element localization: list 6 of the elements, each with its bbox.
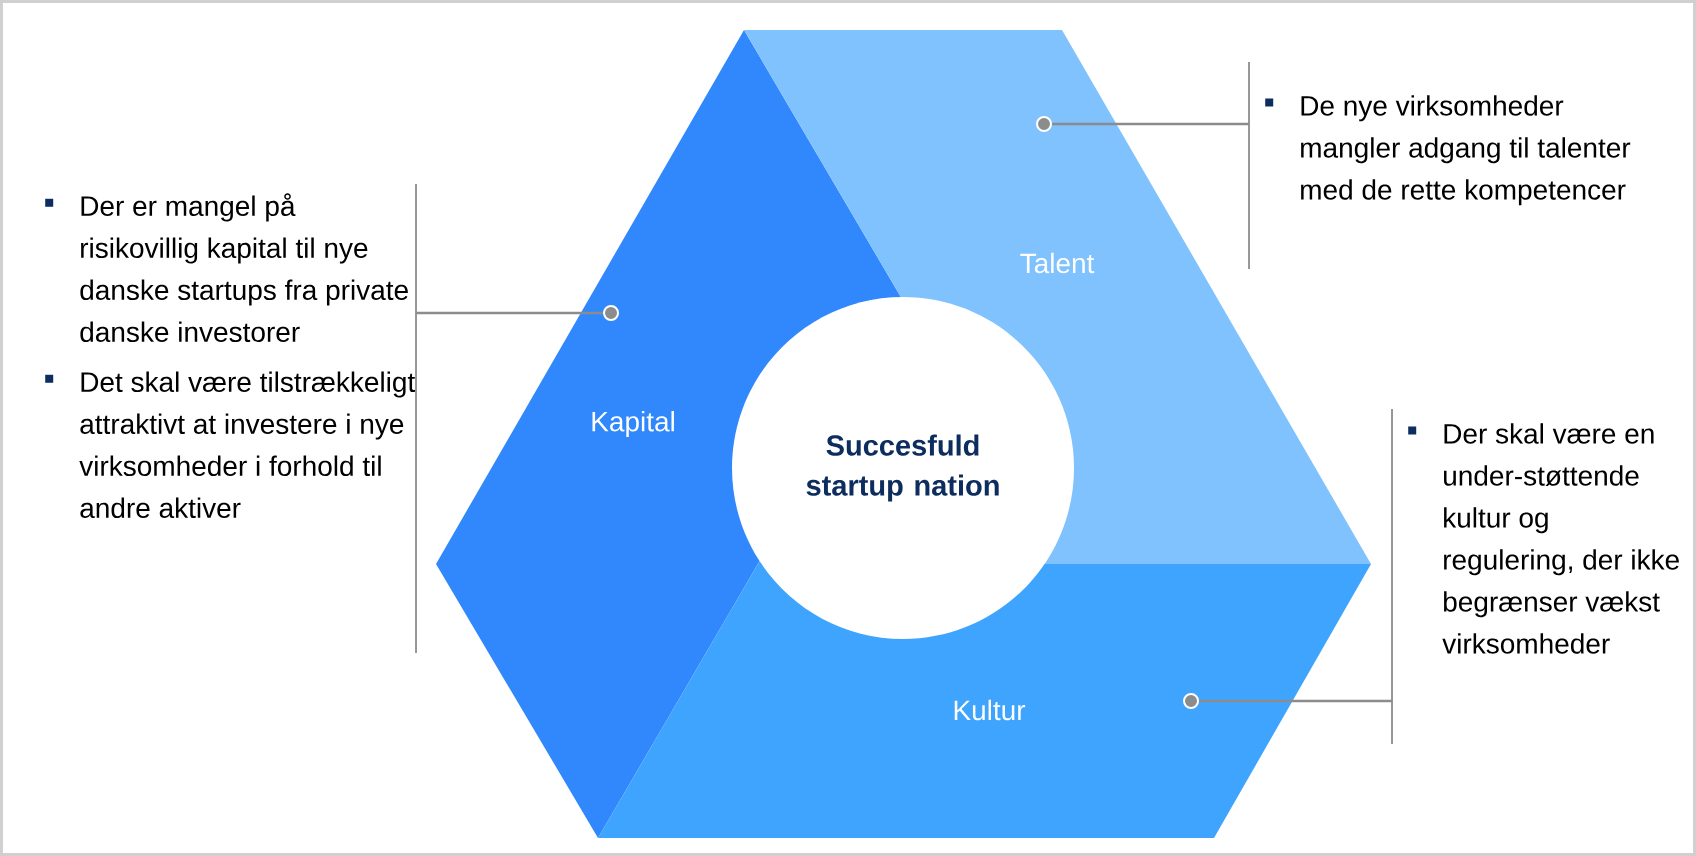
leader-line <box>416 305 619 321</box>
leader-line <box>1036 116 1249 132</box>
bullet-text: Der skal være en under-støttende kultur og regulering, der ikke begrænser vækst virksomheder <box>1442 423 1679 654</box>
leader-line <box>1183 693 1392 709</box>
bullet-text: Der er mangel på risikovillig kapital til nye danske startups fra private danske investorer <box>80 193 408 343</box>
bullet-text: Det skal være tilstrækkeligt attraktivt at investere i nye virksomheder i forhold til andre aktiver <box>79 371 416 519</box>
